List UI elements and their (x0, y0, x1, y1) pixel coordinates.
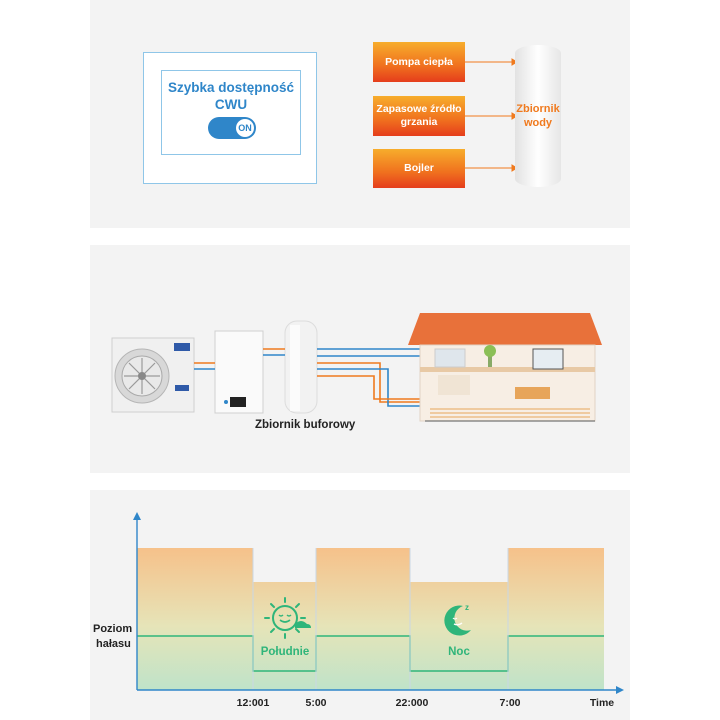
indoor-unit-illustration (214, 330, 264, 414)
svg-text:z: z (465, 603, 469, 612)
buffer-tank-illustration (284, 320, 318, 414)
noise-level-chart: z Południe Noc Poziom hałasu 12:001 5:00… (93, 512, 624, 709)
source-backup-heater: Zapasowe źródło grzania (373, 96, 465, 136)
y-label-line1: Poziom (93, 623, 132, 635)
panel-quick-dhw: Szybka dostępność CWU ON Pompa ciepła Za… (90, 0, 630, 228)
on-toggle[interactable]: ON (208, 117, 256, 139)
noise-area (137, 548, 604, 690)
system-illustration (111, 313, 602, 422)
period-night: Noc (448, 646, 470, 658)
water-tank (515, 45, 561, 187)
control-card-inner: Szybka dostępność CWU ON (161, 70, 301, 155)
arrowhead-bojler (511, 164, 518, 172)
y-axis-arrow (133, 512, 141, 520)
card-title: Szybka dostępność CWU (167, 80, 295, 112)
house-illustration (408, 313, 602, 422)
toggle-label: ON (236, 119, 254, 137)
tick-label-4: 7:00 (499, 697, 520, 709)
source-heat-pump: Pompa ciepła (373, 42, 465, 82)
source-boiler: Bojler (373, 149, 465, 188)
y-label-line2: hałasu (96, 638, 131, 650)
sun-icon (264, 597, 311, 639)
panel-noise-chart: z Południe Noc Poziom hałasu 12:001 5:00… (90, 490, 630, 720)
panel-buffer-system: Zbiornik buforowy (90, 245, 630, 473)
x-axis-arrow (616, 686, 624, 694)
period-noon: Południe (261, 646, 310, 658)
buffer-tank-label: Zbiornik buforowy (255, 419, 356, 431)
connector-arrows (465, 58, 518, 172)
arrowhead-zapas (511, 112, 518, 120)
x-axis-label: Time (590, 697, 614, 709)
tank-label: Zbiornik wody (516, 103, 560, 129)
outdoor-unit-illustration (111, 337, 195, 413)
arrowhead-pompa (511, 58, 518, 66)
tick-label-3: 22:000 (396, 697, 429, 709)
tick-label-1: 12:001 (237, 697, 270, 709)
moon-icon: z (444, 603, 471, 636)
tick-label-2: 5:00 (305, 697, 326, 709)
